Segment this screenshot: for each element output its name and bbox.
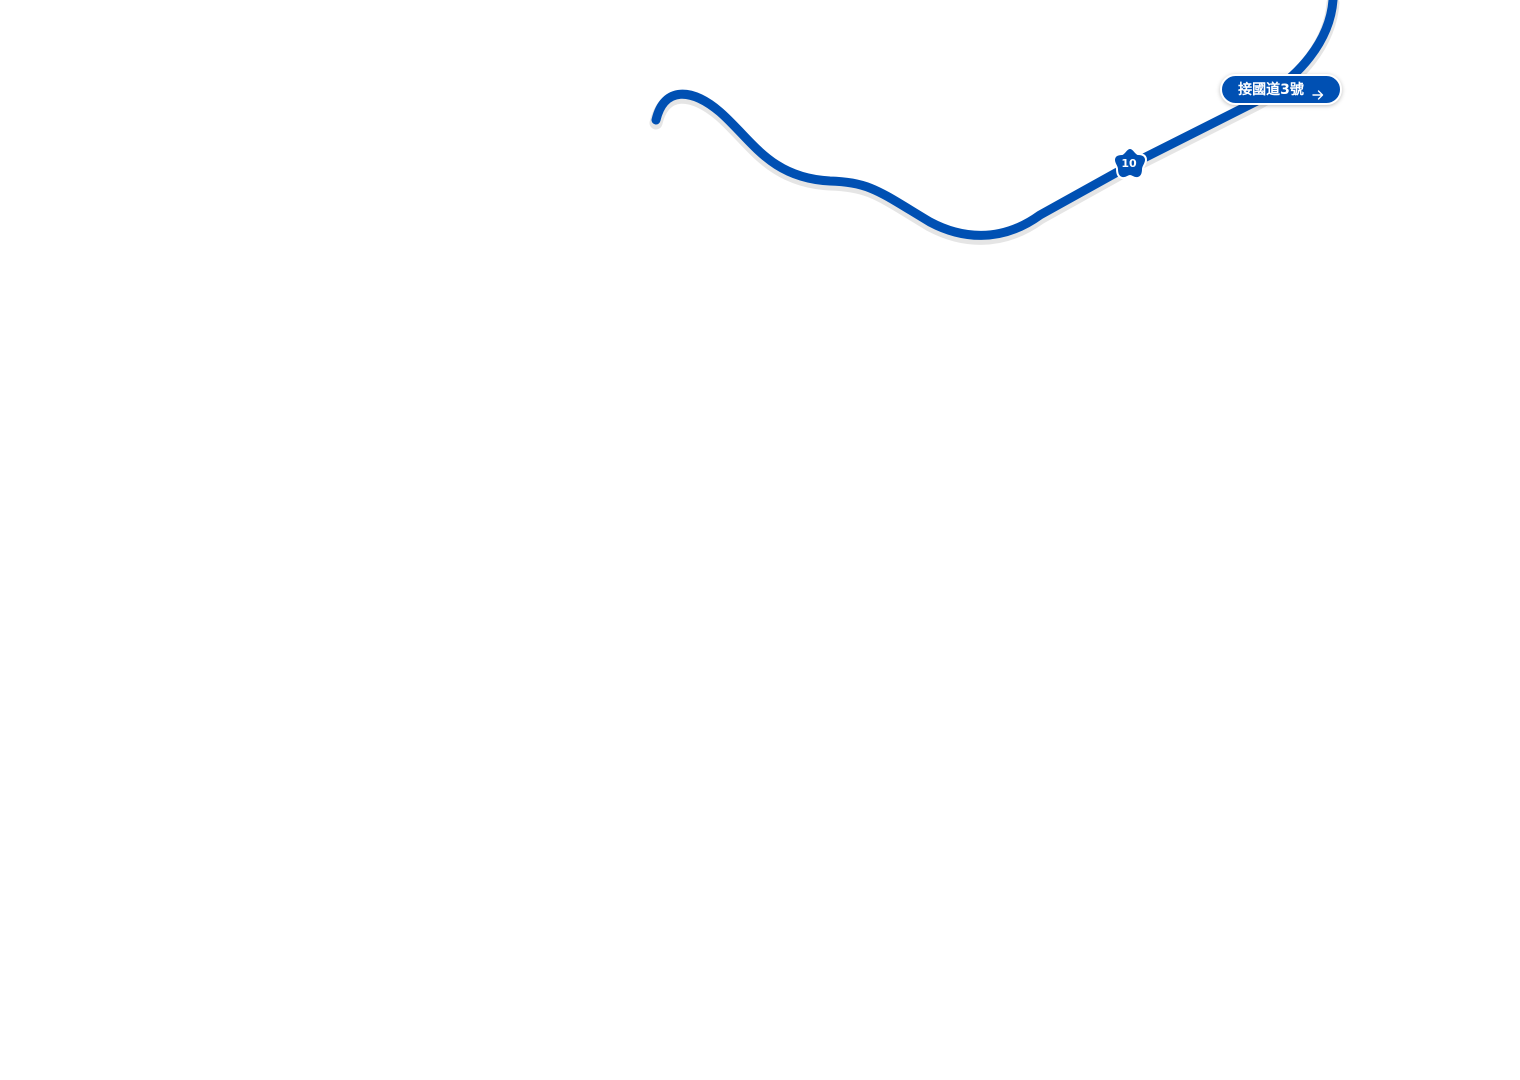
route-shield[interactable]: 10 bbox=[1113, 147, 1147, 180]
arrow-right-icon bbox=[1312, 85, 1324, 100]
route-line-shadow bbox=[649, 0, 1340, 245]
route-shield-number: 10 bbox=[1121, 157, 1137, 170]
connector-label: 接國道3號 bbox=[1238, 81, 1304, 98]
route-shield-badge bbox=[1113, 147, 1147, 180]
connector-label-button[interactable]: 接國道3號 bbox=[1220, 74, 1342, 105]
route-line[interactable] bbox=[651, 0, 1338, 240]
